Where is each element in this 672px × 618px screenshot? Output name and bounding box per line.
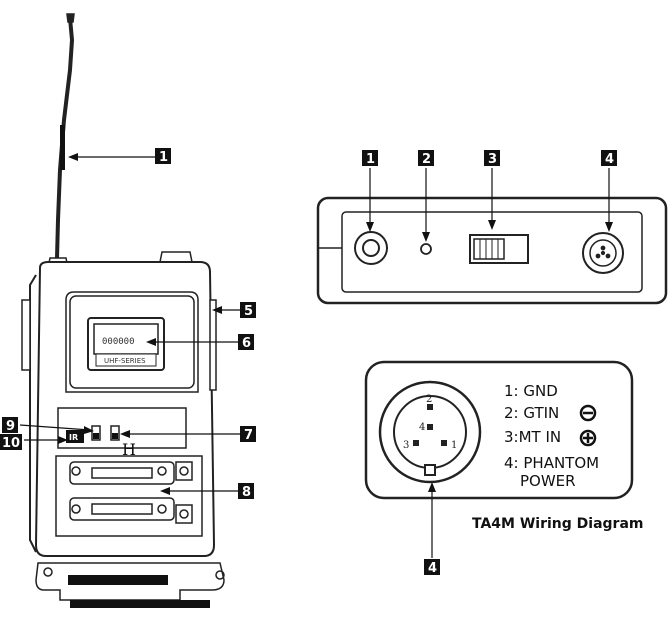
callout-6-text: 6 — [242, 336, 251, 351]
callout-5 — [240, 302, 256, 318]
callouts-top — [366, 168, 613, 242]
wiring-caption: TA4M Wiring Diagram — [472, 516, 643, 532]
callout-8-text: 8 — [242, 485, 251, 500]
callout-5-text: 5 — [244, 304, 253, 319]
ta4m-connector-top — [582, 232, 624, 274]
callout-7-text: 7 — [244, 428, 253, 443]
pin-number-1: 1 — [451, 440, 457, 451]
pin-numbers: 2 4 3 1 — [403, 394, 457, 451]
callout-wiring-4 — [424, 559, 440, 575]
polarity-symbols — [579, 404, 597, 447]
bodypack-transmitter: 000000 UHF-SERIES IR H R L — [21, 13, 225, 608]
callout-9-text: 9 — [6, 419, 15, 434]
plus-icon — [579, 429, 597, 447]
antenna-jack — [354, 231, 388, 265]
callout-top-3-text: 3 — [488, 152, 497, 167]
power-switch — [469, 234, 529, 264]
pin-1-label: 1: GND — [504, 382, 558, 400]
callout-1 — [155, 148, 171, 164]
callout-top-4-text: 4 — [605, 152, 614, 167]
lcd-text: 000000 — [102, 337, 135, 347]
power-led — [420, 243, 432, 255]
callout-8 — [238, 483, 254, 499]
battery-compartment — [55, 455, 203, 537]
callout-top-3 — [484, 150, 500, 166]
top-panel — [316, 196, 668, 305]
callout-top-4 — [601, 150, 617, 166]
callout-top-2-text: 2 — [422, 152, 431, 167]
lcd-display — [87, 317, 165, 371]
callout-9 — [2, 417, 18, 433]
pin-3-label: 3:MT IN — [504, 428, 561, 446]
pin-number-4: 4 — [419, 422, 425, 433]
callout-wiring-4-text: 4 — [428, 561, 437, 576]
pin-number-3: 3 — [403, 440, 409, 451]
wiring-panel — [364, 360, 634, 500]
series-label: UHF-SERIES — [104, 357, 146, 365]
pin-4-label-cont: POWER — [520, 472, 576, 490]
callout-top-1-text: 1 — [366, 152, 375, 167]
callout-1-text: 1 — [159, 150, 168, 165]
callout-top-2 — [418, 150, 434, 166]
antenna — [47, 13, 75, 269]
belt-clip — [35, 562, 225, 608]
callout-10-text: 10 — [2, 436, 20, 451]
callouts-left: 1 5 6 9 10 7 8 — [0, 148, 256, 500]
callout-10 — [0, 434, 22, 450]
pin-2-label: 2: GTIN — [504, 404, 559, 422]
minus-icon — [579, 404, 597, 422]
callout-6 — [238, 334, 254, 350]
pin-legend: 1: GND 2: GTIN 3:MT IN 4: PHANTOM POWER — [504, 382, 599, 490]
wiring-callout — [428, 482, 436, 558]
callout-7 — [240, 426, 256, 442]
pin-4-label: 4: PHANTOM — [504, 454, 599, 472]
callout-boxes-top: 1 2 3 4 — [362, 150, 617, 167]
callout-arrows-left — [19, 153, 240, 495]
h-label: H — [122, 440, 136, 459]
callout-top-1 — [362, 150, 378, 166]
ir-label: IR — [69, 433, 78, 442]
pin-number-2: 2 — [426, 394, 432, 405]
ta4m-connector-large — [378, 380, 482, 484]
